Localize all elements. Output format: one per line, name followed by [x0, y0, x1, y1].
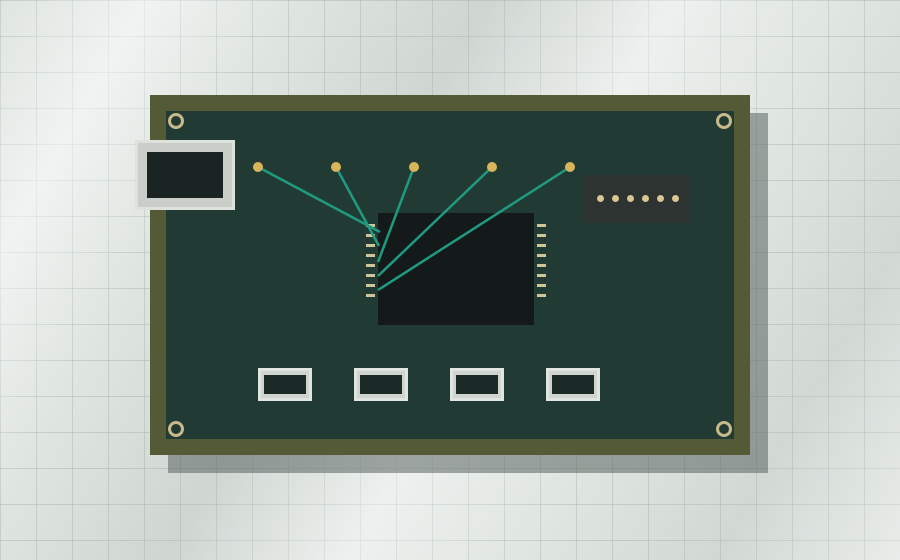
usb-port-opening	[147, 152, 223, 198]
chip-pin-left	[366, 224, 375, 227]
chip-pin-right	[537, 294, 546, 297]
solder-pad-icon[interactable]	[565, 162, 575, 172]
push-button-cap	[360, 375, 402, 394]
chip-pin-right	[537, 264, 546, 267]
push-button-3[interactable]	[450, 368, 504, 401]
trace	[377, 165, 571, 292]
microcontroller-chip[interactable]	[378, 213, 534, 325]
chip-pin-right	[537, 254, 546, 257]
chip-pin-left	[366, 274, 375, 277]
push-button-4[interactable]	[546, 368, 600, 401]
chip-pin-right	[537, 234, 546, 237]
mount-hole-bottom-left-icon	[168, 421, 184, 437]
header-pin	[657, 195, 664, 202]
push-button-2[interactable]	[354, 368, 408, 401]
trace	[257, 165, 381, 234]
mount-hole-bottom-right-icon	[716, 421, 732, 437]
chip-pin-left	[366, 284, 375, 287]
chip-pin-left	[366, 254, 375, 257]
solder-pad-icon[interactable]	[331, 162, 341, 172]
chip-pin-left	[366, 264, 375, 267]
header-pin	[612, 195, 619, 202]
solder-pad-icon[interactable]	[409, 162, 419, 172]
mount-hole-top-right-icon	[716, 113, 732, 129]
chip-pin-left	[366, 244, 375, 247]
trace	[334, 166, 381, 247]
chip-pin-left	[366, 234, 375, 237]
pin-header[interactable]	[583, 175, 689, 223]
push-button-cap	[456, 375, 498, 394]
push-button-1[interactable]	[258, 368, 312, 401]
solder-pad-icon[interactable]	[487, 162, 497, 172]
mount-hole-top-left-icon	[168, 113, 184, 129]
header-pin	[642, 195, 649, 202]
header-pin	[627, 195, 634, 202]
chip-pin-right	[537, 274, 546, 277]
usb-port[interactable]	[135, 140, 235, 210]
solder-pad-icon[interactable]	[253, 162, 263, 172]
push-button-cap	[552, 375, 594, 394]
trace	[376, 166, 416, 263]
trace	[377, 166, 493, 277]
header-pin	[597, 195, 604, 202]
chip-pin-left	[366, 294, 375, 297]
header-pin	[672, 195, 679, 202]
push-button-cap	[264, 375, 306, 394]
chip-pin-right	[537, 224, 546, 227]
chip-pin-right	[537, 244, 546, 247]
chip-pin-right	[537, 284, 546, 287]
